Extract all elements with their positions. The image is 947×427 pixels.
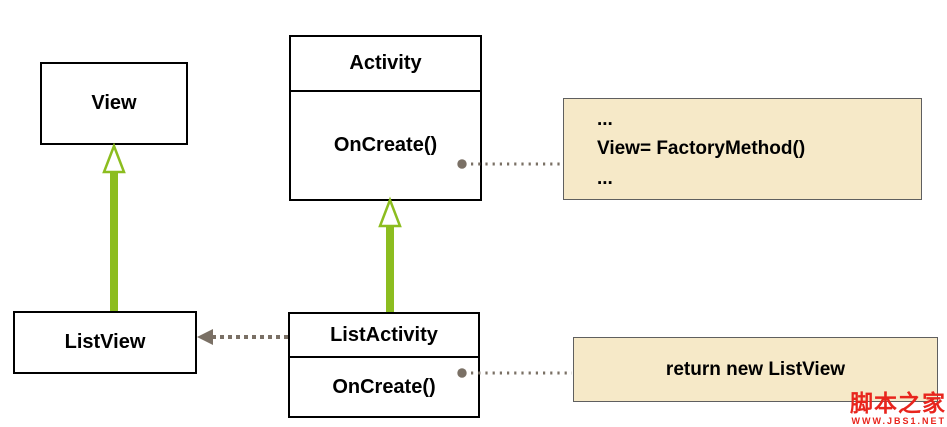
class-box-listactivity: ListActivity OnCreate() <box>288 312 480 418</box>
dependency-arrow-listactivity-to-listview <box>197 329 288 345</box>
class-method-listactivity-oncreate: OnCreate() <box>332 375 436 398</box>
watermark-site: WWW.JBS1.NET <box>851 416 946 426</box>
class-box-listview: ListView <box>13 311 197 374</box>
watermark: 脚本之家 WWW.JBS1.NET <box>850 392 946 426</box>
inheritance-arrow-listview-to-view <box>102 142 126 311</box>
class-name-view: View <box>91 92 137 114</box>
class-name-activity: Activity <box>291 37 480 92</box>
dependency-arrowhead-icon <box>197 329 213 345</box>
class-method-activity-oncreate: OnCreate() <box>333 134 438 156</box>
note-factory-line-1: ... <box>597 108 613 130</box>
note-factory-method: ... View= FactoryMethod() ... <box>563 98 922 200</box>
note-factory-line-2: View= FactoryMethod() <box>597 138 806 160</box>
inheritance-arrowhead-icon <box>102 142 126 174</box>
note-factory-line-3: ... <box>597 167 613 189</box>
watermark-brand: 脚本之家 <box>850 390 946 416</box>
class-box-view: View <box>40 62 188 145</box>
class-name-listview: ListView <box>64 331 146 353</box>
note-return-new-listview: return new ListView <box>573 337 938 402</box>
class-name-listactivity: ListActivity <box>290 314 478 358</box>
class-box-activity: Activity OnCreate() <box>289 35 482 201</box>
inheritance-arrowhead-icon <box>378 196 402 228</box>
inheritance-arrow-listactivity-to-activity <box>378 196 402 312</box>
note-return-text: return new ListView <box>665 358 846 380</box>
